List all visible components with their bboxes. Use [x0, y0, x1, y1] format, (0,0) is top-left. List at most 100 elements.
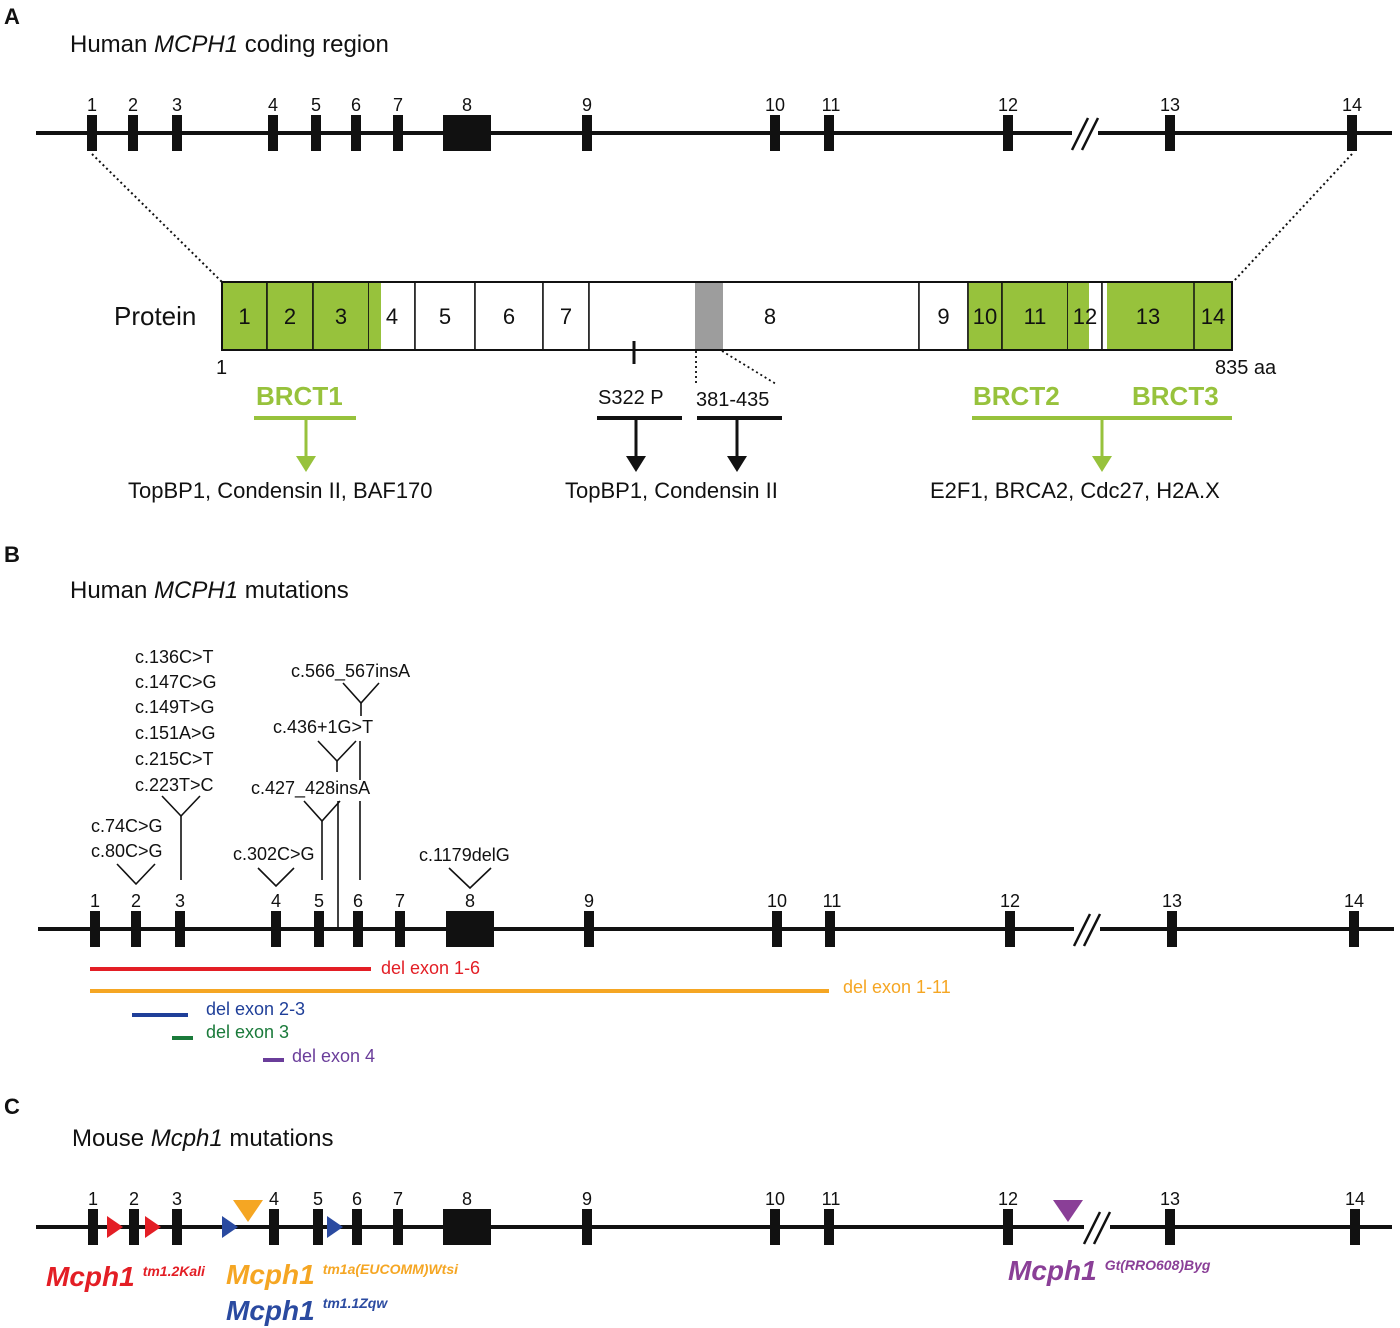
exon-number: 12 — [1000, 891, 1020, 911]
exon-number: 13 — [1160, 95, 1180, 115]
protein-segment-number: 12 — [1073, 304, 1097, 329]
exon-box — [770, 1209, 780, 1245]
protein-label: Protein — [114, 301, 196, 331]
break-mark — [1080, 117, 1100, 151]
zoom-line-right — [1232, 153, 1353, 283]
mutation-label: c.436+1G>T — [273, 717, 373, 737]
deletion-label: del exon 4 — [292, 1046, 375, 1066]
panel-letter-a: A — [4, 4, 20, 29]
brct1-arrow-head — [296, 456, 316, 472]
exon-box — [443, 1209, 491, 1245]
protein-start-label: 1 — [216, 357, 227, 379]
mutation-label: c.80C>G — [91, 841, 163, 861]
brct3-label: BRCT3 — [1132, 381, 1219, 411]
protein-segment-number: 6 — [503, 304, 515, 329]
break-mark — [1070, 117, 1090, 151]
protein-segment-number: 10 — [973, 304, 997, 329]
zoom-line-left — [91, 153, 223, 283]
exon-box — [1165, 1209, 1175, 1245]
exon-number: 9 — [582, 1189, 592, 1209]
deletion-label: del exon 2-3 — [206, 999, 305, 1019]
exon-box — [353, 911, 363, 947]
exon-box — [271, 911, 281, 947]
mutation-label: c.302C>G — [233, 844, 315, 864]
exon-number: 6 — [351, 95, 361, 115]
exon-number: 8 — [462, 95, 472, 115]
mutation-caret — [342, 682, 380, 705]
exon-box — [172, 115, 182, 151]
exon-number: 4 — [269, 1189, 279, 1209]
exon-number: 14 — [1344, 891, 1364, 911]
exon-number: 4 — [268, 95, 278, 115]
mutation-caret — [161, 795, 201, 818]
loxp-triangle-red — [145, 1216, 161, 1238]
protein-segment — [542, 281, 590, 351]
protein-outline — [221, 281, 1233, 351]
mutation-label: c.147C>G — [135, 672, 217, 692]
break-mark — [1082, 913, 1102, 947]
allele-markers — [107, 1200, 1083, 1238]
mutation-label: c.223T>C — [135, 775, 214, 795]
break-mark — [1082, 1211, 1102, 1245]
exon-number: 11 — [822, 1189, 841, 1209]
exon-number: 9 — [582, 95, 592, 115]
exon-number: 2 — [131, 891, 141, 911]
mutation-exon8: c.1179delG — [419, 845, 510, 890]
exon-box — [129, 1209, 139, 1245]
protein-segment-number: 4 — [386, 304, 398, 329]
mutation-caret — [303, 800, 341, 823]
exon-number: 11 — [822, 95, 841, 115]
exon-number: 1 — [88, 1189, 98, 1209]
exon-number: 5 — [311, 95, 321, 115]
deletion-label: del exon 1-6 — [381, 958, 480, 978]
exon-number: 14 — [1342, 95, 1362, 115]
panel-b: B Human MCPH1 mutations c.136C>T c.147C>… — [4, 542, 1394, 1066]
protein-segment — [1001, 281, 1069, 351]
deletion-bars: del exon 1-6 del exon 1-11 del exon 2-3 … — [90, 958, 951, 1066]
panel-letter-c: C — [4, 1094, 20, 1119]
mutation-label: c.149T>G — [135, 697, 215, 717]
exon-box — [352, 1209, 362, 1245]
partners-middle: TopBP1, Condensin II — [565, 478, 778, 503]
region-guide-right — [721, 350, 777, 385]
mutation-label: c.74C>G — [91, 816, 163, 836]
exon-box — [90, 911, 100, 947]
protein-segment-number: 13 — [1136, 304, 1160, 329]
exon-box — [446, 911, 494, 947]
exon-box — [1347, 115, 1357, 151]
exon-number: 3 — [175, 891, 185, 911]
exon-number: 3 — [172, 95, 182, 115]
exon-number: 4 — [271, 891, 281, 911]
protein-segment — [918, 281, 969, 351]
exon-box — [395, 911, 405, 947]
exon-number: 10 — [767, 891, 787, 911]
exon-number: 3 — [172, 1189, 182, 1209]
exon-box — [1167, 911, 1177, 947]
protein-segment-number: 8 — [764, 304, 776, 329]
exon-number: 13 — [1162, 891, 1182, 911]
loxp-triangle-blue — [327, 1216, 343, 1238]
protein-segment-number: 5 — [439, 304, 451, 329]
region-arrow-head — [727, 456, 747, 472]
exon-box — [351, 115, 361, 151]
mutation-caret — [116, 863, 156, 886]
protein-segment-number: 1 — [238, 304, 250, 329]
exon-box — [584, 911, 594, 947]
exon-number: 8 — [465, 891, 475, 911]
protein-segment-number: 3 — [335, 304, 347, 329]
exon-number: 7 — [393, 1189, 403, 1209]
mutations-exon4-6: c.566_567insA c.436+1G>T c.427_428insA c… — [233, 661, 410, 928]
exon-box — [824, 115, 834, 151]
panel-letter-b: B — [4, 542, 20, 567]
